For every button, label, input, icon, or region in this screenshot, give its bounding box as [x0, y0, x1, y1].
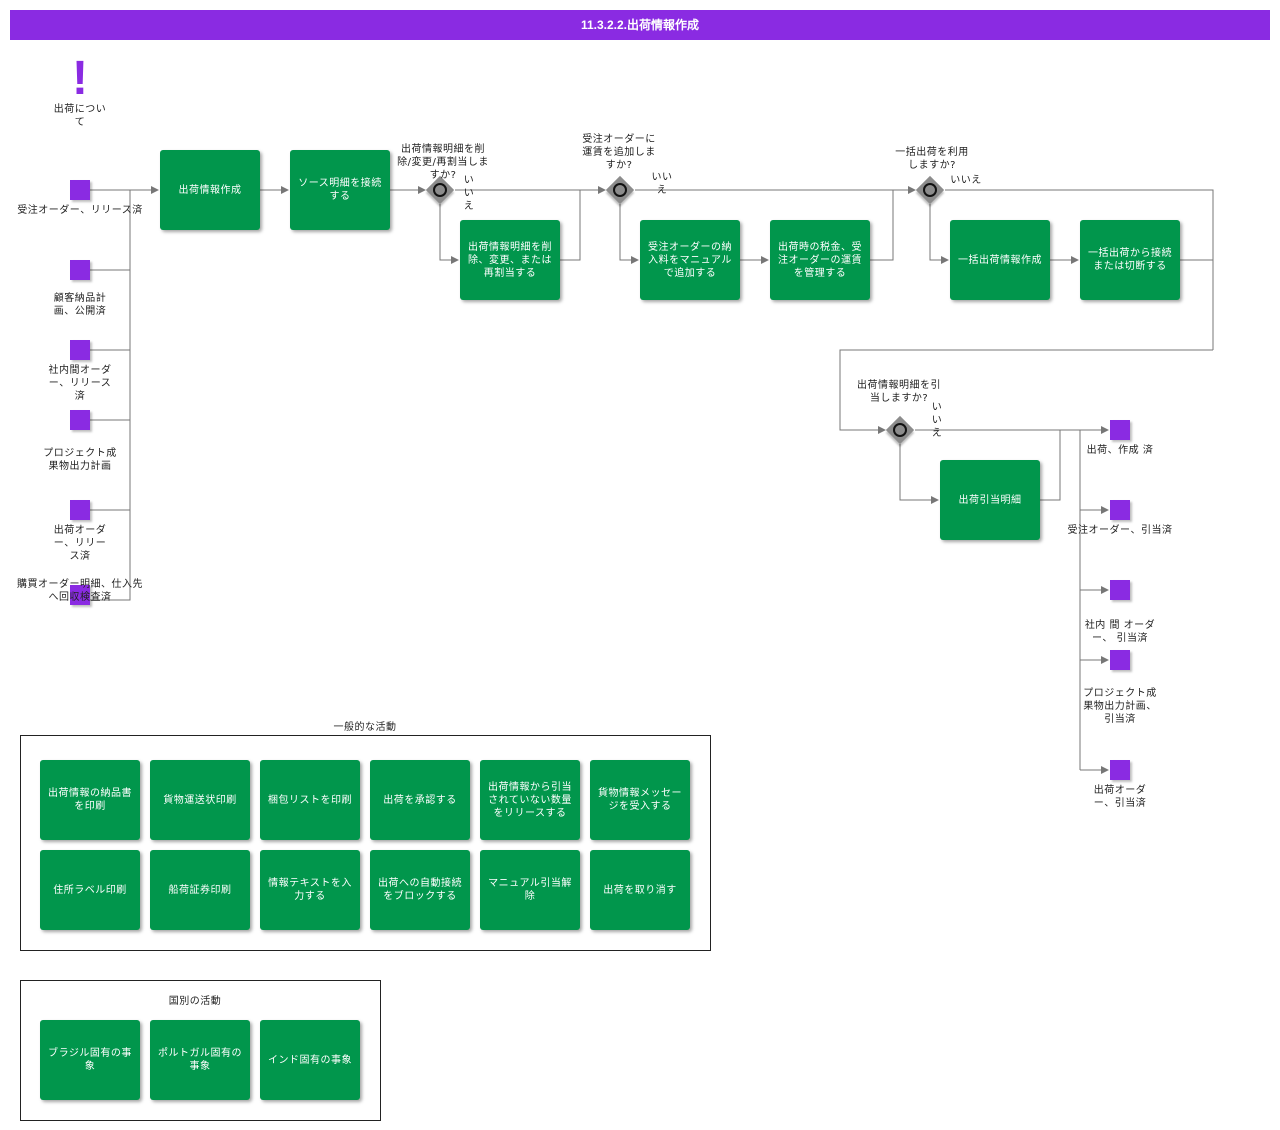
gateway-question: 出荷情報明細を削除/変更/再割当しますか?	[397, 144, 489, 181]
end-event-label: 出荷、作成 済	[1086, 445, 1154, 456]
country-activities-frame	[20, 980, 381, 1121]
gateway-no-label: いいえ	[463, 175, 475, 212]
gateway-marker-icon	[613, 183, 627, 197]
start-event-label: 受注オーダー、リリース済	[17, 205, 143, 216]
start-event-label: 顧客納品計画、公開済	[53, 293, 107, 317]
general-activity[interactable]: 住所ラベル印刷	[40, 850, 140, 930]
gateway-no-label: いいえ	[651, 172, 673, 196]
general-activities-frame	[20, 735, 711, 951]
general-activity[interactable]: 出荷を取り消す	[590, 850, 690, 930]
general-activities-title: 一般的な活動	[333, 722, 397, 733]
end-event-sales-order-allocated[interactable]	[1110, 500, 1130, 520]
gateway-marker-icon	[923, 183, 937, 197]
activity-add-freight[interactable]: 受注オーダーの納入料をマニュアルで追加する	[640, 220, 740, 300]
start-event-project-plan[interactable]	[70, 410, 90, 430]
page-title: 11.3.2.2.出荷情報作成	[10, 10, 1270, 40]
end-event-label: 受注オーダー、引当済	[1067, 525, 1173, 536]
about-label: 出荷について	[53, 104, 107, 128]
gateway-question: 出荷情報明細を引当しますか?	[857, 380, 941, 404]
general-activity[interactable]: 貨物情報メッセージを受入する	[590, 760, 690, 840]
activity-connect-source[interactable]: ソース明細を接続する	[290, 150, 390, 230]
general-activity[interactable]: 情報テキストを入力する	[260, 850, 360, 930]
activity-bulk-create[interactable]: 一括出荷情報作成	[950, 220, 1050, 300]
gateway-no-label: いいえ	[950, 175, 982, 186]
general-activity[interactable]: マニュアル引当解除	[480, 850, 580, 930]
gateway-no-label: いいえ	[931, 402, 943, 439]
general-activity[interactable]: 出荷を承認する	[370, 760, 470, 840]
general-activity[interactable]: 船荷証券印刷	[150, 850, 250, 930]
country-activity-brazil[interactable]: ブラジル固有の事象	[40, 1020, 140, 1100]
start-event-label: 社内間オーダー、リリース済	[48, 365, 112, 402]
gateway-question: 一括出荷を利用しますか?	[895, 147, 969, 171]
general-activity[interactable]: 梱包リストを印刷	[260, 760, 360, 840]
gateway-marker-icon	[893, 423, 907, 437]
end-event-shipment-created[interactable]	[1110, 420, 1130, 440]
end-event-shipment-order-allocated[interactable]	[1110, 760, 1130, 780]
country-activities-title: 国別の活動	[168, 996, 222, 1007]
country-activity-portugal[interactable]: ポルトガル固有の事象	[150, 1020, 250, 1100]
activity-manage-tax[interactable]: 出荷時の税金、受注オーダーの運賃を管理する	[770, 220, 870, 300]
end-event-label: 社内 間 オーダー、 引当済	[1084, 620, 1156, 644]
start-event-label: 購買オーダー明細、仕入先 へ回収検査済	[17, 579, 143, 603]
start-event-customer-plan[interactable]	[70, 260, 90, 280]
activity-allocate-lines[interactable]: 出荷引当明細	[940, 460, 1040, 540]
activity-bulk-connect[interactable]: 一括出荷から接続または切断する	[1080, 220, 1180, 300]
general-activity[interactable]: 出荷への自動接続をブロックする	[370, 850, 470, 930]
gateway-marker-icon	[433, 183, 447, 197]
activity-create-shipment[interactable]: 出荷情報作成	[160, 150, 260, 230]
about-icon[interactable]: !	[72, 52, 88, 105]
start-event-shipment-order[interactable]	[70, 500, 90, 520]
end-event-project-plan-allocated[interactable]	[1110, 650, 1130, 670]
start-event-purchase-order[interactable]	[70, 585, 90, 605]
start-event-label: 出荷オーダー、リリース済	[53, 525, 107, 562]
country-activity-india[interactable]: インド固有の事象	[260, 1020, 360, 1100]
start-event-sales-order[interactable]	[70, 180, 90, 200]
end-event-label: 出荷オーダー、引当済	[1093, 785, 1147, 809]
start-event-intercompany-order[interactable]	[70, 340, 90, 360]
end-event-label: プロジェクト成果物出力計画、引当済	[1083, 688, 1157, 725]
general-activity[interactable]: 出荷情報から引当されていない数量をリリースする	[480, 760, 580, 840]
end-event-intercompany-allocated[interactable]	[1110, 580, 1130, 600]
general-activity[interactable]: 貨物運送状印刷	[150, 760, 250, 840]
activity-delete-change-lines[interactable]: 出荷情報明細を削除、変更、または再割当する	[460, 220, 560, 300]
start-event-label: プロジェクト成果物出力計画	[43, 448, 117, 472]
general-activity[interactable]: 出荷情報の納品書を印刷	[40, 760, 140, 840]
gateway-question: 受注オーダーに運賃を追加しますか?	[582, 134, 656, 171]
